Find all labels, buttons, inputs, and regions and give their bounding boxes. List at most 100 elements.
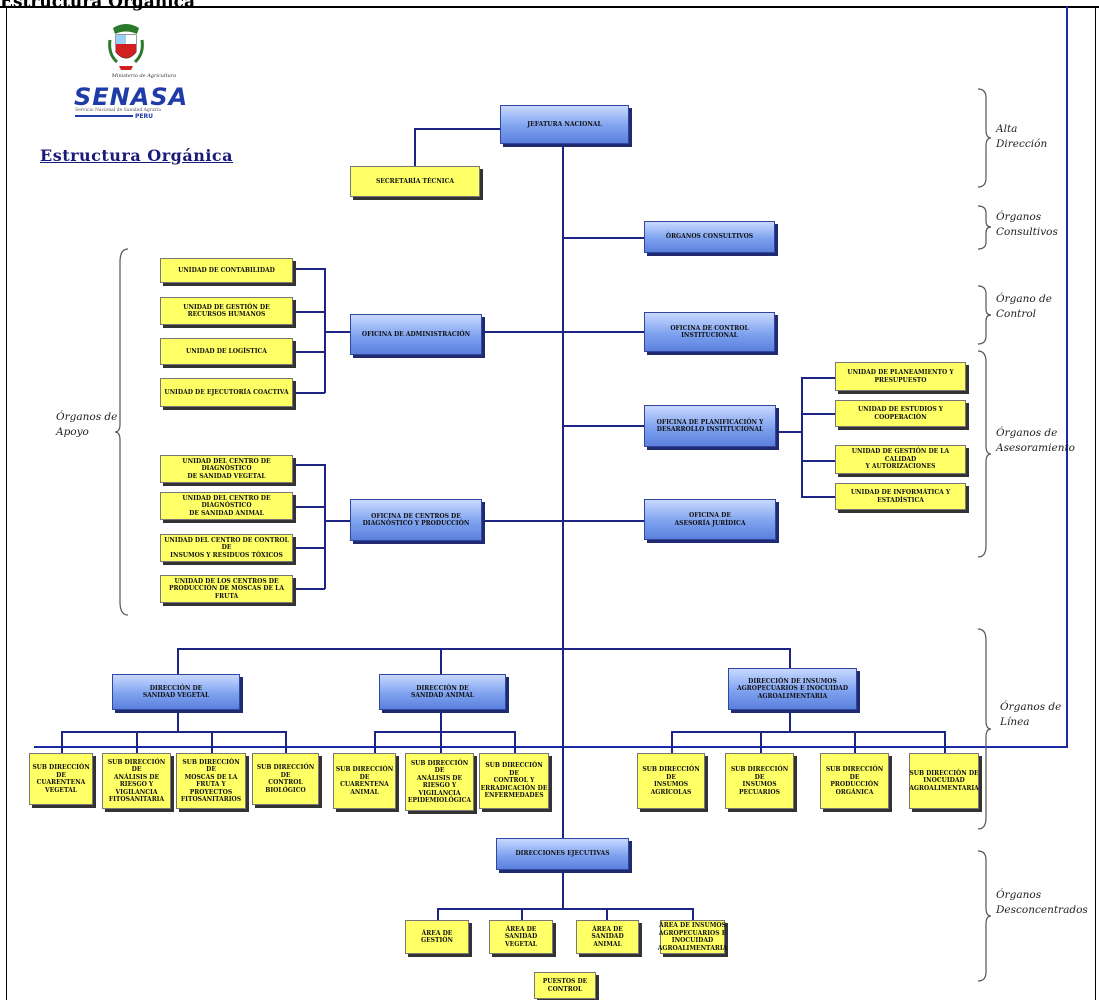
label-line: UNIDAD DEL CENTRO DE DIAGNÓSTICO — [182, 494, 271, 510]
node-label: DIRECCIONES EJECUTIVAS — [515, 850, 610, 858]
connector-directions-bar — [177, 648, 790, 650]
label-line: INOCUIDAD — [923, 777, 965, 785]
connector-ins-s4 — [944, 731, 946, 753]
connector-centros-u1 — [293, 464, 325, 466]
frame-left-border — [6, 6, 7, 1000]
label-line: VEGETAL — [505, 940, 537, 948]
connector-veg-s2 — [136, 731, 138, 753]
node-oficina-administracion: OFICINA DE ADMINISTRACIÓN — [350, 314, 482, 355]
label-line: SUB DIRECCIÓN DE — [32, 764, 90, 779]
connector-ins-drop — [789, 710, 791, 732]
label-line: PROYECTOS — [189, 788, 233, 796]
connector-plan-u4 — [801, 496, 835, 498]
connector-dir-insumos — [789, 648, 791, 668]
label-line: Órganos — [996, 211, 1042, 223]
brace-consultivos — [977, 205, 992, 250]
label-line: FITOSANITARIA — [108, 796, 165, 803]
brace-alta-direccion — [977, 88, 992, 188]
node-unidad-ejecutoria-coactiva: UNIDAD DE EJECUTORÍA COACTIVA — [160, 378, 293, 407]
connector-centros-bracket — [324, 464, 326, 589]
label-line: Órganos de — [1000, 701, 1062, 713]
node-label: UNIDAD DE CONTABILIDAD — [178, 266, 275, 274]
connector-dir-vegetal — [177, 648, 179, 674]
label-line: EPIDEMIOLÓGICA — [407, 797, 472, 804]
label-line: FITOSANITARIOS — [180, 796, 242, 803]
label-line: ANIMAL — [350, 788, 379, 796]
connector-area-4 — [692, 908, 694, 920]
connector-centros-u4 — [293, 588, 325, 590]
connector-centros-u3 — [293, 547, 325, 549]
chart-title: Estructura Orgánica — [40, 146, 234, 165]
frame-right-border — [1095, 6, 1096, 1000]
brace-asesoramiento — [977, 350, 992, 558]
connector-ani-s3 — [514, 731, 516, 753]
label-line: Alta — [996, 123, 1018, 135]
connector-area-1 — [437, 908, 439, 920]
label-line: AGROALIMENTARIA — [757, 692, 828, 700]
label-line: ERRADICACIÓN DE — [480, 784, 548, 792]
connector-secretaria — [414, 128, 564, 130]
label-line: Desconcentrados — [996, 904, 1088, 917]
connector-administracion — [482, 331, 564, 333]
label-line: OFICINA DE CONTROL — [670, 324, 749, 332]
label-line: DE SANIDAD VEGETAL — [187, 472, 266, 480]
label-line: ANÁLISIS DE — [416, 774, 463, 782]
label-line: CONTROL Y — [493, 777, 535, 785]
label-line: Asesoramiento — [996, 442, 1076, 455]
label-line: UNIDAD DE LOS CENTROS DE — [174, 577, 279, 585]
node-unidad-logistica: UNIDAD DE LOGÍSTICA — [160, 338, 293, 365]
connector-consultivos — [562, 237, 644, 239]
node-label: UNIDAD DE ESTUDIOS Y COOPERACIÓN — [857, 406, 944, 421]
connector-ins-s2 — [760, 731, 762, 753]
connector-admin-mid — [324, 331, 350, 333]
label-line: DE SANIDAD ANIMAL — [189, 509, 264, 517]
connector-veg-bar — [61, 731, 286, 733]
label-line: UNIDAD DE PLANEAMIENTO Y — [847, 369, 954, 376]
label-line: PECUARIOS — [739, 788, 780, 796]
label-line: MOSCAS DE LA — [184, 773, 238, 781]
label-line: DIRECCIÓN DE — [149, 684, 203, 692]
node-area-gestion: ÁREA DE GESTIÓN — [405, 920, 469, 954]
label-line: Apoyo — [56, 426, 89, 439]
label-line: OFICINA DE — [689, 512, 731, 519]
connector-plan-u3 — [801, 460, 835, 462]
label-line: ANÁLISIS DE — [113, 773, 160, 781]
connector-ani-s2 — [440, 731, 442, 753]
node-unidad-contabilidad: UNIDAD DE CONTABILIDAD — [160, 258, 293, 283]
connector-dir-animal — [440, 648, 442, 674]
connector-veg-s3 — [211, 731, 213, 753]
label-line: SUB DIRECCIÓN DE — [730, 766, 789, 781]
label-line: AGROPECUARIOS E INOCUIDAD — [736, 685, 849, 693]
logo-ministry: Ministerio de Agricultura — [111, 73, 177, 79]
label-line: OFICINA DE PLANIFICACIÓN Y — [656, 418, 764, 426]
label-line: Órganos — [996, 889, 1042, 901]
